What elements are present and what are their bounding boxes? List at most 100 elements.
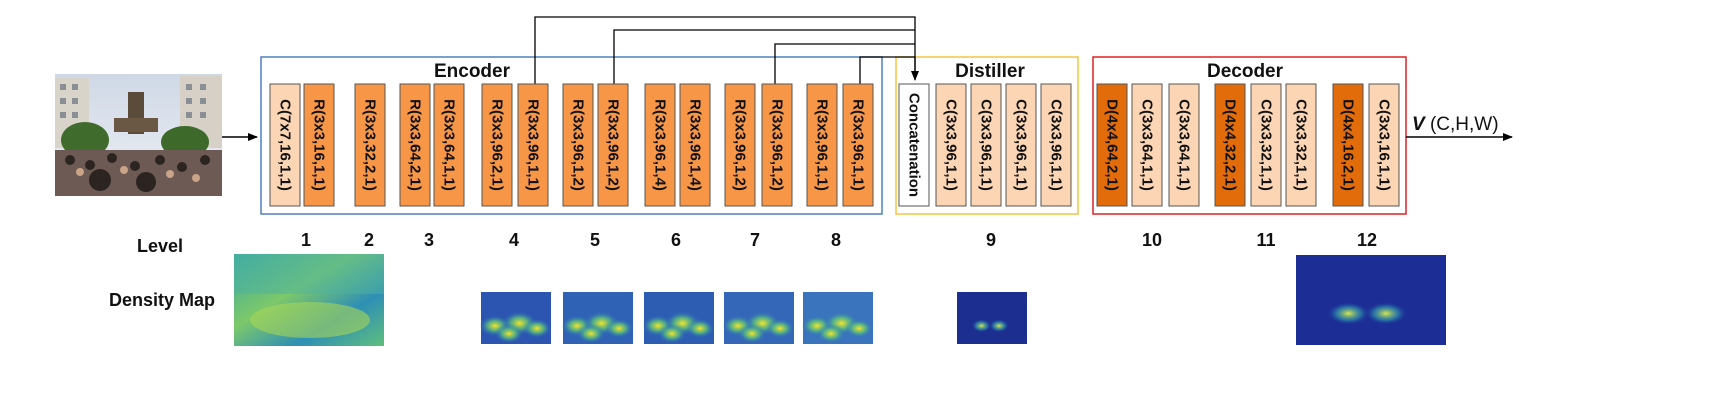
block-label: R(3x3,96,1,1) bbox=[850, 99, 867, 191]
block-rect bbox=[1131, 83, 1163, 207]
block-rect bbox=[562, 83, 594, 207]
block-rect bbox=[644, 83, 676, 207]
block-rect bbox=[1005, 83, 1037, 207]
block-8: R(3x3,96,1,2) bbox=[562, 83, 594, 207]
encoder-title: Encoder bbox=[434, 61, 511, 82]
density-map-level-5 bbox=[561, 292, 633, 344]
block-rect bbox=[1332, 83, 1364, 207]
block-label: R(3x3,96,2,1) bbox=[489, 99, 506, 191]
block-9: R(3x3,96,1,2) bbox=[597, 83, 629, 207]
block-rect bbox=[761, 83, 793, 207]
block-label: R(3x3,96,1,2) bbox=[605, 99, 622, 191]
block-17: C(3x3,96,1,1) bbox=[935, 83, 967, 207]
block-label: R(3x3,64,1,1) bbox=[441, 99, 458, 191]
block-23: C(3x3,64,1,1) bbox=[1168, 83, 1200, 207]
block-rect bbox=[1168, 83, 1200, 207]
block-label: C(3x3,64,1,1) bbox=[1176, 99, 1193, 191]
density-map-level-12 bbox=[1296, 255, 1446, 345]
decoder-box bbox=[1092, 56, 1407, 215]
block-22: C(3x3,64,1,1) bbox=[1131, 83, 1163, 207]
block-rect bbox=[970, 83, 1002, 207]
block-label: C(3x3,96,1,1) bbox=[1013, 99, 1030, 191]
block-12: R(3x3,96,1,2) bbox=[724, 83, 756, 207]
block-26: C(3x3,32,1,1) bbox=[1285, 83, 1317, 207]
block-label: D(4x4,32,2,1) bbox=[1222, 99, 1239, 191]
block-label: R(3x3,96,1,1) bbox=[525, 99, 542, 191]
block-rect bbox=[1214, 83, 1246, 207]
level-2: 2 bbox=[364, 230, 374, 250]
block-rect bbox=[898, 83, 930, 207]
density-map-level-4 bbox=[479, 292, 551, 344]
output-dims: (C,H,W) bbox=[1425, 114, 1499, 135]
block-rect bbox=[269, 83, 301, 207]
block-label: R(3x3,96,1,2) bbox=[570, 99, 587, 191]
block-rect bbox=[597, 83, 629, 207]
block-rect bbox=[517, 83, 549, 207]
block-label: R(3x3,96,1,2) bbox=[732, 99, 749, 191]
block-11: R(3x3,96,1,4) bbox=[679, 83, 711, 207]
level-10: 10 bbox=[1142, 230, 1162, 250]
block-25: C(3x3,32,1,1) bbox=[1250, 83, 1282, 207]
block-label: C(3x3,96,1,1) bbox=[943, 99, 960, 191]
block-rect bbox=[842, 83, 874, 207]
level-3: 3 bbox=[424, 230, 434, 250]
output-label: V (C,H,W) bbox=[1412, 114, 1499, 135]
density-map-level-6 bbox=[642, 292, 714, 344]
block-16: Concatenation bbox=[898, 83, 930, 207]
block-rect bbox=[481, 83, 513, 207]
block-label: R(3x3,96,1,2) bbox=[769, 99, 786, 191]
block-rect bbox=[1368, 83, 1400, 207]
block-rect bbox=[399, 83, 431, 207]
block-label: R(3x3,96,1,1) bbox=[814, 99, 831, 191]
block-10: R(3x3,96,1,4) bbox=[644, 83, 676, 207]
blocks: C(7x7,16,1,1) R(3x3,16,1,1) R(3x3,32,2,1) R… bbox=[269, 83, 1400, 207]
level-12: 12 bbox=[1357, 230, 1377, 250]
density-map-level-7 bbox=[722, 292, 794, 344]
density-maps bbox=[479, 255, 1446, 345]
density-map-row-label: Density Map bbox=[109, 290, 215, 310]
block-3: R(3x3,32,2,1) bbox=[354, 83, 386, 207]
distiller-box bbox=[895, 56, 1079, 215]
block-rect bbox=[433, 83, 465, 207]
encoder-box bbox=[260, 56, 883, 215]
block-label: C(3x3,96,1,1) bbox=[1048, 99, 1065, 191]
level-8: 8 bbox=[831, 230, 841, 250]
block-label: C(3x3,32,1,1) bbox=[1258, 99, 1275, 191]
block-rect bbox=[1096, 83, 1128, 207]
level-1: 1 bbox=[301, 230, 311, 250]
block-label: C(3x3,96,1,1) bbox=[978, 99, 995, 191]
block-rect bbox=[354, 83, 386, 207]
skip-connections bbox=[534, 16, 916, 84]
block-label: D(4x4,16,2,1) bbox=[1340, 99, 1357, 191]
output-symbol: V bbox=[1412, 114, 1426, 135]
block-rect bbox=[935, 83, 967, 207]
block-18: C(3x3,96,1,1) bbox=[970, 83, 1002, 207]
block-label: C(3x3,16,1,1) bbox=[1376, 99, 1393, 191]
block-label: R(3x3,16,1,1) bbox=[311, 99, 328, 191]
input-crowd-image bbox=[55, 74, 222, 196]
block-24: D(4x4,32,2,1) bbox=[1214, 83, 1246, 207]
block-13: R(3x3,96,1,2) bbox=[761, 83, 793, 207]
block-rect bbox=[806, 83, 838, 207]
block-27: D(4x4,16,2,1) bbox=[1332, 83, 1364, 207]
block-2: R(3x3,16,1,1) bbox=[303, 83, 335, 207]
block-5: R(3x3,64,1,1) bbox=[433, 83, 465, 207]
block-rect bbox=[1250, 83, 1282, 207]
block-label: R(3x3,96,1,4) bbox=[687, 99, 704, 191]
block-19: C(3x3,96,1,1) bbox=[1005, 83, 1037, 207]
block-label: Concatenation bbox=[906, 93, 923, 197]
level-7: 7 bbox=[750, 230, 760, 250]
level-4: 4 bbox=[509, 230, 519, 250]
density-map-level-8 bbox=[801, 292, 873, 344]
block-label: D(4x4,64,2,1) bbox=[1104, 99, 1121, 191]
block-14: R(3x3,96,1,1) bbox=[806, 83, 838, 207]
block-21: D(4x4,64,2,1) bbox=[1096, 83, 1128, 207]
density-map-level-9 bbox=[957, 292, 1027, 344]
block-7: R(3x3,96,1,1) bbox=[517, 83, 549, 207]
block-rect bbox=[1040, 83, 1072, 207]
decoder-title: Decoder bbox=[1207, 61, 1284, 82]
block-label: R(3x3,96,1,4) bbox=[652, 99, 669, 191]
block-label: C(7x7,16,1,1) bbox=[277, 99, 294, 191]
